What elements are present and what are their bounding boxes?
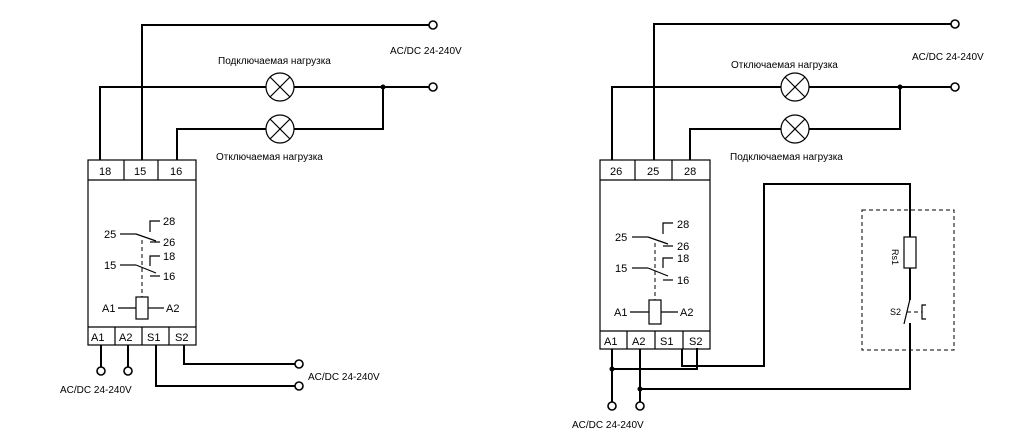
right-junction-dot bbox=[897, 84, 903, 90]
right-supply-label: AC/DC 24-240V bbox=[912, 52, 984, 63]
left-contact-25: 25 bbox=[104, 229, 116, 241]
left-diagram: AC/DC 24-240V Подключаемая нагрузка Откл… bbox=[60, 20, 462, 396]
left-terminal-a1: A1 bbox=[91, 332, 104, 344]
left-lamp-top bbox=[265, 72, 295, 102]
right-supply-terminal-top bbox=[950, 19, 960, 29]
rs1-resistor bbox=[903, 236, 917, 269]
left-junction-dot bbox=[380, 84, 386, 90]
left-supply-label: AC/DC 24-240V bbox=[390, 46, 462, 57]
left-supply-terminal-top bbox=[428, 20, 438, 30]
left-control-terminal-top bbox=[294, 359, 304, 369]
left-terminal-15: 15 bbox=[134, 166, 146, 178]
rs1-label: Rs1 bbox=[890, 249, 900, 265]
right-terminal-a1: A1 bbox=[604, 336, 617, 348]
right-terminal-s1: S1 bbox=[660, 336, 673, 348]
left-contact-symbol: 28 25 26 18 15 16 bbox=[104, 216, 175, 297]
left-coil: A1 A2 bbox=[102, 296, 179, 320]
right-coil-a2: A2 bbox=[680, 307, 693, 319]
left-relay: 18 15 16 A1 A2 S1 S2 28 25 26 18 bbox=[87, 159, 197, 346]
left-bottom-supply-label: AC/DC 24-240V bbox=[60, 385, 132, 396]
right-load-top-label: Отключаемая нагрузка bbox=[731, 60, 838, 71]
left-load-top-label: Подключаемая нагрузка bbox=[218, 56, 331, 67]
left-supply-terminal-bottom bbox=[428, 82, 438, 92]
left-contact-26: 26 bbox=[163, 237, 175, 249]
right-lamp-bottom bbox=[780, 114, 810, 144]
left-control-supply-label: AC/DC 24-240V bbox=[308, 372, 380, 383]
left-terminal-s2: S2 bbox=[175, 332, 188, 344]
left-lamp-bottom bbox=[265, 114, 295, 144]
left-contact-15: 15 bbox=[104, 260, 116, 272]
right-contact-26: 26 bbox=[677, 241, 689, 253]
right-coil: A1 A2 bbox=[614, 299, 693, 325]
right-contact-28: 28 bbox=[677, 219, 689, 231]
left-contact-28: 28 bbox=[163, 216, 175, 228]
right-relay: 26 25 28 A1 A2 S1 S2 28 25 26 18 1 bbox=[599, 159, 711, 350]
left-terminal-s1: S1 bbox=[147, 332, 160, 344]
left-terminal-a2: A2 bbox=[119, 332, 132, 344]
right-contact-15: 15 bbox=[615, 263, 627, 275]
right-contact-symbol: 28 25 26 18 15 16 bbox=[615, 219, 689, 300]
right-terminal-26: 26 bbox=[610, 166, 622, 178]
left-control-terminal-bottom bbox=[294, 381, 304, 391]
right-contact-18: 18 bbox=[677, 253, 689, 265]
left-coil-a1: A1 bbox=[102, 303, 115, 315]
left-terminal-18: 18 bbox=[99, 166, 111, 178]
right-terminal-25: 25 bbox=[647, 166, 659, 178]
right-bottom-terminal-a2 bbox=[635, 401, 645, 411]
right-wiring bbox=[611, 23, 952, 403]
right-terminal-a2: A2 bbox=[632, 336, 645, 348]
left-load-bottom-label: Отключаемая нагрузка bbox=[216, 152, 323, 163]
right-coil-a1: A1 bbox=[614, 307, 627, 319]
left-coil-a2: A2 bbox=[166, 303, 179, 315]
left-bottom-terminal-a2 bbox=[123, 366, 133, 376]
right-contact-25: 25 bbox=[615, 232, 627, 244]
s2-switch-label: S2 bbox=[890, 307, 901, 317]
left-wiring bbox=[99, 24, 431, 387]
left-contact-16: 16 bbox=[163, 271, 175, 283]
right-bottom-supply-label: AC/DC 24-240V bbox=[572, 420, 644, 431]
left-terminal-16: 16 bbox=[170, 166, 182, 178]
left-bottom-terminal-a1 bbox=[96, 366, 106, 376]
right-supply-terminal-bottom bbox=[950, 82, 960, 92]
right-diagram: AC/DC 24-240V Отключаемая нагрузка Подкл… bbox=[572, 19, 984, 431]
right-terminal-28: 28 bbox=[684, 166, 696, 178]
right-bottom-terminal-a1 bbox=[607, 401, 617, 411]
right-terminal-s2: S2 bbox=[689, 336, 702, 348]
right-junction-a2 bbox=[637, 386, 643, 392]
right-contact-16: 16 bbox=[677, 275, 689, 287]
right-load-bottom-label: Подключаемая нагрузка bbox=[730, 152, 843, 163]
right-sensor-box: Rs1 S2 bbox=[861, 209, 955, 351]
left-contact-18: 18 bbox=[163, 251, 175, 263]
right-lamp-top bbox=[780, 72, 810, 102]
